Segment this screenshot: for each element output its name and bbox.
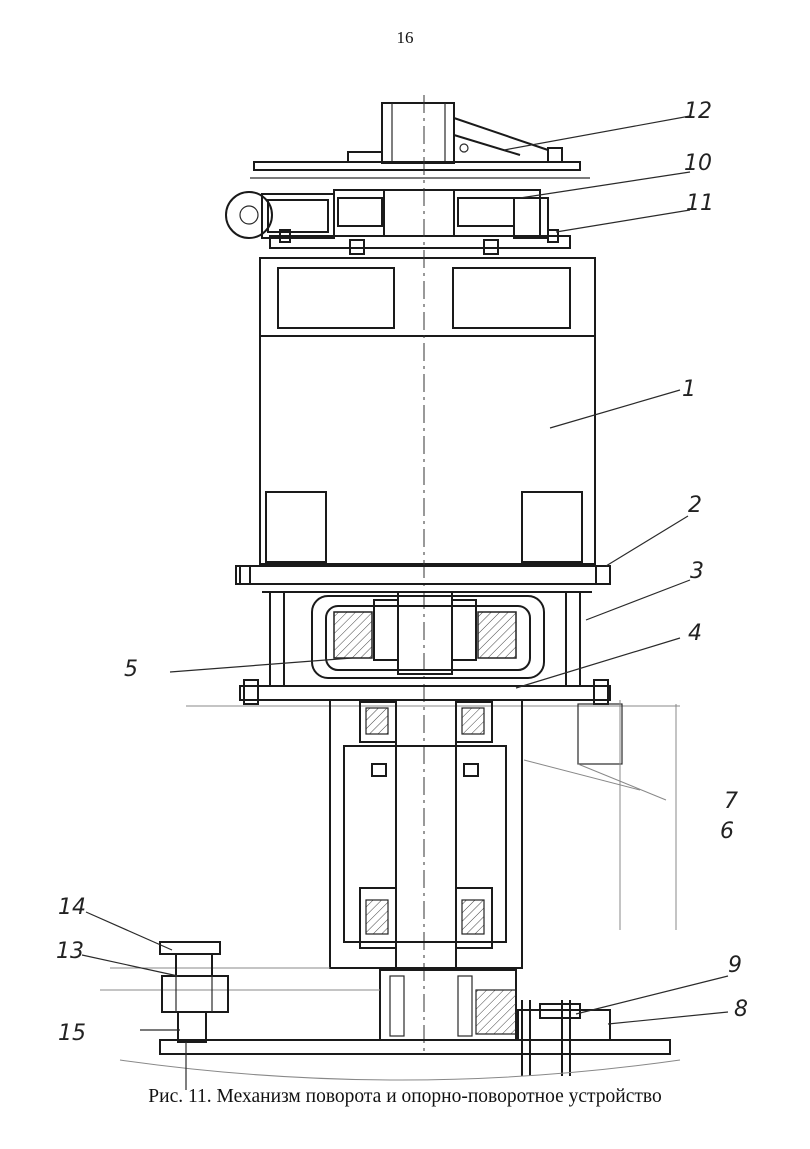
bottom-base bbox=[100, 967, 681, 1081]
top-mast-assembly bbox=[250, 102, 590, 179]
callout-labels: 12 10 11 1 2 3 4 5 7 6 14 13 9 8 15 bbox=[56, 99, 748, 1046]
leader-lines bbox=[81, 115, 729, 1031]
callout-7: 7 bbox=[724, 789, 738, 814]
callout-2: 2 bbox=[688, 493, 702, 518]
callout-3: 3 bbox=[690, 559, 704, 584]
base-plate bbox=[186, 679, 680, 707]
support-column bbox=[329, 699, 677, 971]
callout-14: 14 bbox=[58, 895, 86, 920]
callout-9: 9 bbox=[728, 953, 742, 978]
figure-caption: Рис. 11. Механизм поворота и опорно-пово… bbox=[148, 1086, 662, 1107]
callout-10: 10 bbox=[684, 151, 712, 176]
callout-15: 15 bbox=[58, 1021, 86, 1046]
callout-11: 11 bbox=[686, 191, 714, 216]
callout-5: 5 bbox=[124, 657, 138, 682]
flange-and-housing bbox=[235, 565, 611, 686]
page-number: 16 bbox=[396, 28, 414, 47]
motor-housing bbox=[259, 257, 596, 565]
callout-13: 13 bbox=[56, 939, 84, 964]
left-pinion-assembly bbox=[159, 941, 229, 1090]
callout-8: 8 bbox=[734, 997, 748, 1022]
callout-6: 6 bbox=[720, 819, 734, 844]
gear-unit bbox=[311, 591, 545, 679]
upper-drive-assembly bbox=[225, 189, 571, 255]
callout-12: 12 bbox=[684, 99, 712, 124]
callout-4: 4 bbox=[688, 621, 702, 646]
callout-1: 1 bbox=[682, 377, 696, 402]
